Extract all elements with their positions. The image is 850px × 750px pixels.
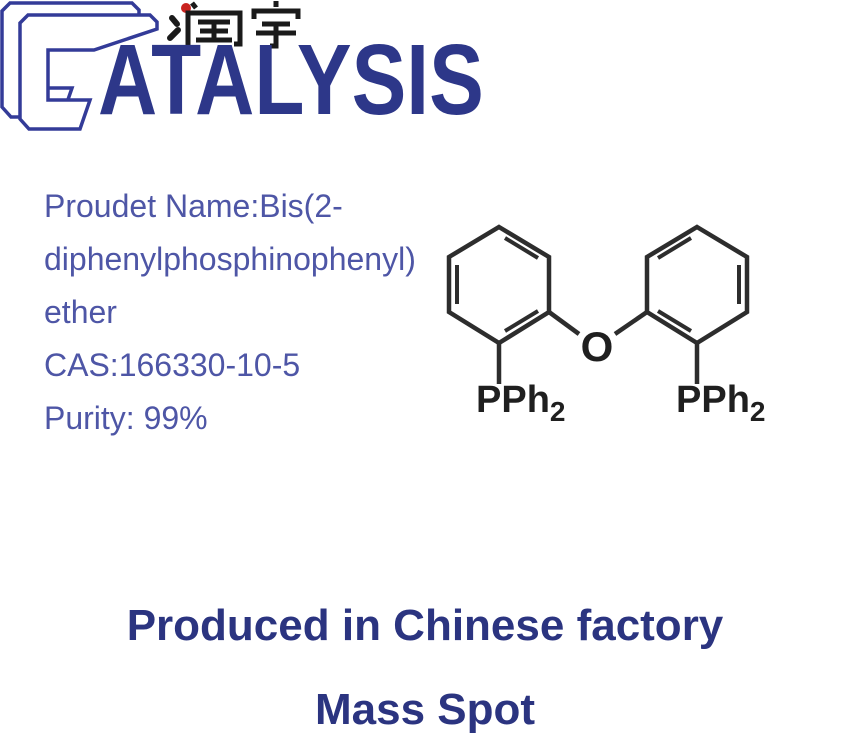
product-name-line-3: ether bbox=[44, 294, 117, 330]
ether-and-phosphine-bonds bbox=[496, 310, 700, 384]
right-pph2-main: PPh bbox=[676, 379, 750, 421]
runyu-chinese-logo-text bbox=[167, 1, 301, 49]
right-pph2-label: PPh2 bbox=[676, 379, 765, 427]
footer-line-mass-spot: Mass Spot bbox=[314, 685, 536, 734]
c-outline-front bbox=[18, 13, 159, 131]
char-run-strokes bbox=[167, 1, 243, 48]
purity-value: Purity: 99% bbox=[44, 400, 208, 436]
aromatic-double-bonds bbox=[455, 236, 741, 333]
right-pph2-subscript: 2 bbox=[750, 396, 766, 427]
left-pph2-main: PPh bbox=[476, 379, 550, 421]
left-pph2-label: PPh2 bbox=[476, 379, 565, 427]
logo-brand-text: ATALYSIS bbox=[98, 24, 484, 136]
left-pph2-subscript: 2 bbox=[550, 396, 566, 427]
c-outline-shapes bbox=[0, 1, 159, 131]
footer-line-produced: Produced in Chinese factory bbox=[126, 601, 724, 650]
chemical-structure-diagram: O PPh2 PPh2 bbox=[446, 224, 765, 427]
product-name-line-2: diphenylphosphinophenyl) bbox=[44, 241, 416, 277]
product-info-block: Proudet Name:Bis(2- diphenylphosphinophe… bbox=[44, 180, 416, 445]
catalysis-c-lettermark bbox=[0, 1, 159, 131]
oxygen-atom-label: O bbox=[581, 323, 614, 370]
product-name-line-1: Proudet Name:Bis(2- bbox=[44, 188, 343, 224]
left-benzene-ring bbox=[446, 224, 552, 346]
right-benzene-ring bbox=[644, 224, 750, 346]
cas-number: CAS:166330-10-5 bbox=[44, 347, 301, 383]
char-yu-strokes bbox=[251, 1, 301, 49]
